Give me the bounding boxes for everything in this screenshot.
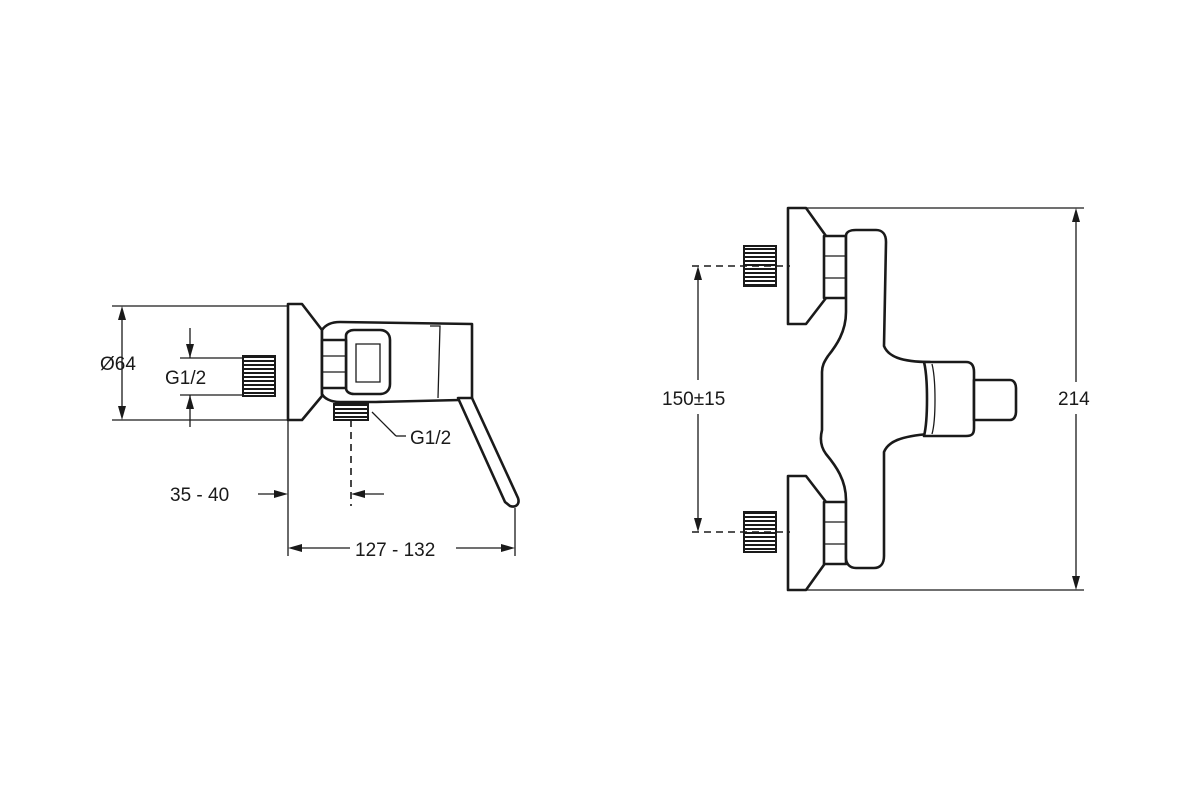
lower-nut <box>822 500 848 566</box>
inlet-thread <box>242 355 276 397</box>
side-view: Ø64 G1/2 <box>100 302 520 561</box>
overall-width-dimension: 214 <box>806 207 1090 591</box>
wall-distance-dimension: 35 - 40 <box>170 420 384 556</box>
lower-inlet-thread <box>743 511 777 553</box>
inlet-thread-label: G1/2 <box>165 368 206 389</box>
upper-flange <box>786 206 828 326</box>
front-view: 150±15 214 <box>662 206 1090 592</box>
overall-width-label: 214 <box>1058 389 1090 410</box>
wall-flange <box>286 302 324 422</box>
lever-handle <box>456 396 520 508</box>
spindle <box>972 378 1018 422</box>
hex-nut <box>320 338 348 390</box>
upper-inlet-thread <box>743 245 777 287</box>
lower-flange <box>786 474 828 592</box>
wall-distance-label: 35 - 40 <box>170 485 229 506</box>
overall-depth-label: 127 - 132 <box>355 540 435 561</box>
outlet-thread-callout: G1/2 <box>371 411 451 449</box>
flange-diameter-label: Ø64 <box>100 354 136 375</box>
outlet-thread <box>333 403 369 421</box>
cartridge-collar <box>922 360 976 438</box>
overall-depth-dimension: 127 - 132 <box>288 508 516 561</box>
flange-diameter-dimension: Ø64 <box>100 305 288 421</box>
inlet-spacing-dimension: 150±15 <box>662 266 725 532</box>
cartridge-window <box>344 328 392 396</box>
inlet-spacing-label: 150±15 <box>662 389 725 410</box>
upper-nut <box>822 234 848 300</box>
mixer-body <box>819 228 932 570</box>
outlet-thread-label: G1/2 <box>410 428 451 449</box>
